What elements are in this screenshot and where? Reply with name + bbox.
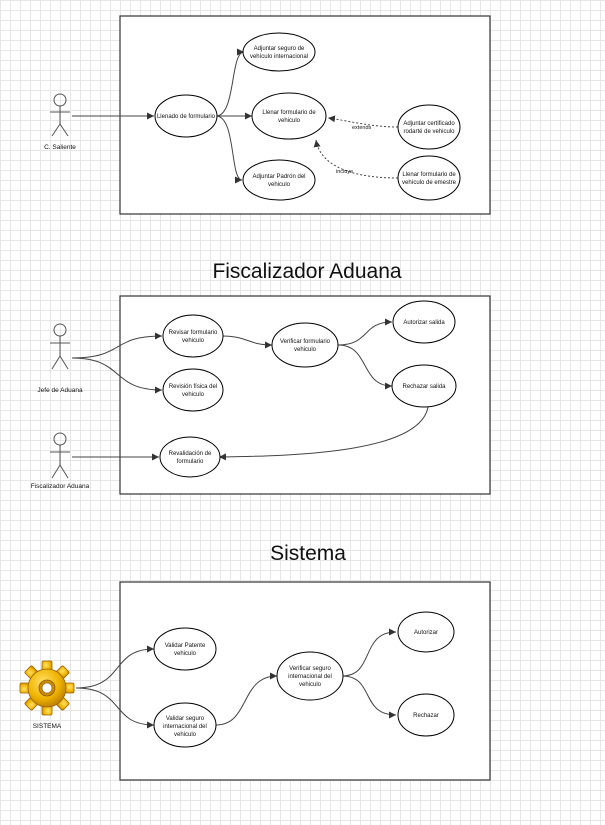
usecase-label-line: vehículo internacional [250, 54, 308, 60]
usecase-label-line: internacional del [163, 724, 207, 730]
usecase-autorizar-salida: Autorizar salida [392, 300, 456, 344]
usecase-label: Autorizar [414, 630, 438, 636]
usecase-llenar-emestre: Llenar formulario de vehículo de emestre [397, 155, 461, 201]
edge-extends [327, 115, 399, 128]
section-2-title: Fiscalizador Aduana [212, 260, 401, 283]
incluye-label: incluye [336, 169, 353, 175]
usecase-label-line: Llenar formulario de [402, 172, 456, 178]
usecase-label-line: Verificar seguro [289, 666, 331, 672]
actor-fiscalizador-aduana: Fiscalizador Aduana [31, 432, 90, 490]
usecase-label: Rechazar salida [402, 384, 446, 390]
usecase-label-line: vehículo de emestre [402, 180, 457, 186]
usecase-label-line: Validar Patente [165, 643, 206, 649]
usecase-autorizar: Autorizar [397, 611, 455, 653]
edge-validar-verificar [215, 672, 278, 726]
section-2: Jefe de Aduana Fiscalizador Aduana Revis… [31, 295, 491, 495]
usecase-label-line: Revalidación de [169, 451, 212, 457]
actor-label: SISTEMA [33, 723, 62, 730]
usecase-label-line: rodarté de vehiculo [403, 129, 455, 135]
usecase-rechazar: Rechazar [397, 693, 455, 737]
section-3-title: Sistema [270, 542, 346, 565]
usecase-label-line: Validar seguro [166, 716, 205, 722]
usecase-label-line: Llenar formulario de [262, 110, 316, 116]
usecase-label-line: vehiculo [299, 682, 322, 688]
actor-label: C. Saliente [44, 144, 76, 151]
usecase-adjuntar-padron: Adjuntar Padrón del vehiculo [242, 159, 316, 201]
usecase-label: Autorizar salida [403, 320, 445, 326]
edge-verificar-rechazar [341, 675, 397, 719]
usecase-adjuntar-certificado: Adjuntar certificado rodarté de vehiculo [397, 104, 461, 150]
usecase-label: Llenado de formulario [157, 114, 216, 120]
usecase-llenado-formulario: Llenado de formulario [154, 94, 218, 138]
usecase-label-line: Adjuntar seguro de [254, 46, 305, 52]
edge-llenado-padron [215, 115, 243, 184]
edge-jefe-revisar [71, 332, 163, 359]
usecase-revision-fisica: Revisión física del vehiculo [162, 368, 224, 412]
edge-sistema-patente [75, 645, 155, 689]
usecase-label-line: vehiculo [182, 338, 205, 344]
usecase-label-line: vehiculo [278, 118, 301, 124]
actor-label: Fiscalizador Aduana [31, 483, 90, 490]
edge-rechazar-revalidacion [218, 406, 429, 461]
usecase-revalidacion-formulario: Revalidación de formulario [159, 436, 221, 478]
usecase-llenar-formulario: Llenar formulario de vehiculo [251, 92, 327, 140]
usecase-validar-seguro: Validar seguro internacional del vehicul… [153, 702, 217, 748]
usecase-label-line: formulario [177, 459, 204, 465]
edge-verificar-autorizar [341, 628, 397, 677]
usecase-label-line: Verificar formulario [280, 339, 331, 345]
actor-label: Jefe de Aduana [37, 387, 83, 394]
section-1: C. Saliente extends incluye Llenado de f… [44, 15, 491, 215]
edge-jefe-revision [71, 357, 163, 394]
actor-jefe-de-aduana: Jefe de Aduana [37, 323, 83, 394]
extends-label: extends [352, 125, 372, 131]
edge-sistema-seguro [75, 687, 155, 729]
usecase-adjuntar-seguro: Adjuntar seguro de vehículo internaciona… [242, 32, 316, 72]
usecase-label: Rechazar [413, 713, 439, 719]
usecase-label-line: vehiculo [268, 182, 291, 188]
usecase-label-line: vehiculo [182, 392, 205, 398]
usecase-revisar-formulario: Revisar formulario vehiculo [162, 314, 224, 358]
usecase-verificar-formulario: Verificar formulario vehiculo [271, 322, 339, 368]
gear-icon [19, 660, 75, 716]
usecase-validar-patente: Validar Patente vehiculo [153, 627, 217, 671]
edge-llenado-seguro [215, 48, 245, 117]
usecase-label-line: vehiculo [174, 732, 197, 738]
usecase-label-line: Revisar formulario [169, 330, 218, 336]
edge-incluye [313, 139, 399, 179]
edge-revisar-verificar [221, 335, 273, 349]
usecase-verificar-seguro: Verificar seguro internacional del vehic… [276, 651, 344, 701]
usecase-label-line: internacional del [288, 674, 332, 680]
usecase-label-line: Revisión física del [169, 384, 217, 390]
usecase-rechazar-salida: Rechazar salida [391, 364, 457, 408]
edge-verificar-rechazar [337, 344, 393, 390]
edge-verificar-autorizar [337, 318, 393, 346]
section-3: SISTEMA Validar Patente vehiculo Validar… [19, 581, 491, 781]
usecase-label-line: vehiculo [294, 347, 317, 353]
actor-c-saliente: C. Saliente [44, 93, 76, 151]
usecase-label-line: Adjuntar Padrón del [252, 174, 305, 180]
usecase-label-line: Adjuntar certificado [403, 121, 455, 127]
usecase-label-line: vehiculo [174, 651, 197, 657]
